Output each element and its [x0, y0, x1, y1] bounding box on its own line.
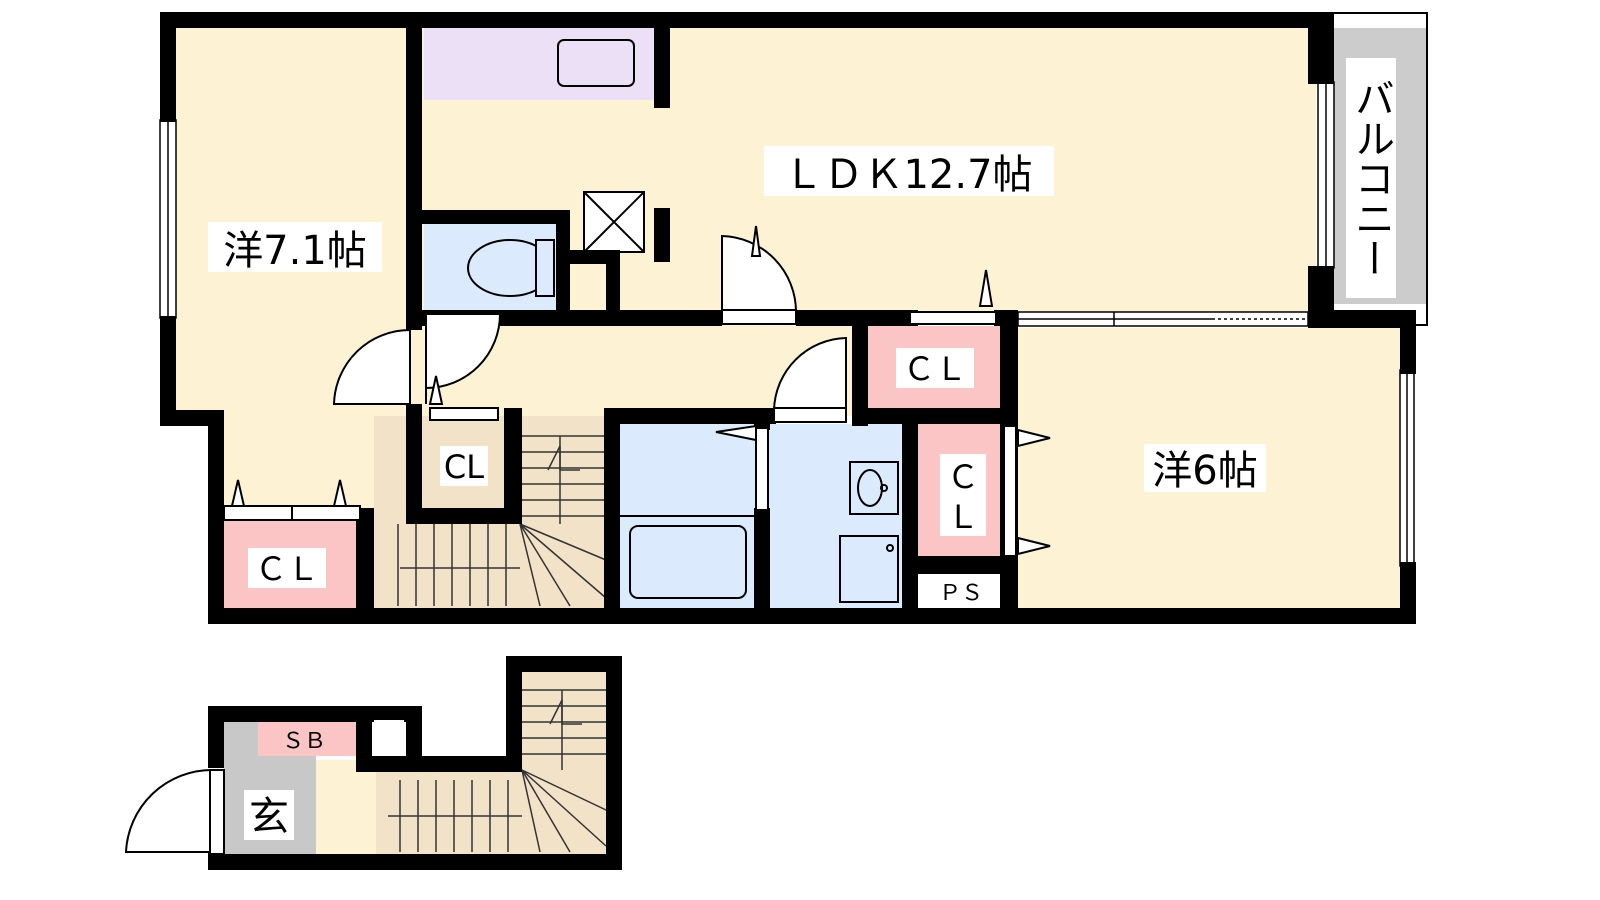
wall-east-top [1308, 310, 1416, 328]
lower-hall [316, 760, 376, 854]
wall-top [160, 12, 1332, 28]
fixtures [467, 191, 899, 603]
door-entrance [124, 768, 213, 853]
western-room-1-label: 洋7.1帖 [223, 228, 367, 274]
wall-room1-right [406, 12, 422, 330]
pipe-space-label: ＰＳ [939, 581, 983, 606]
closet-east-label-top: Ｃ [947, 458, 979, 496]
lower-wall-top [208, 706, 422, 722]
balcony-label: バルコニー [1348, 78, 1394, 278]
kitchen-counter [424, 28, 656, 100]
labels: ＬＤＫ12.7帖 洋7.1帖 洋6帖 バルコニー 玄 ＣＬ CL ＣＬ Ｃ Ｌ … [208, 58, 1396, 840]
washroom [768, 424, 904, 608]
pipe-space [916, 574, 1006, 608]
wall-right-ldk [1308, 12, 1334, 84]
door-room1 [332, 328, 411, 405]
wall-left-lower [208, 410, 224, 624]
door-ldk [721, 234, 798, 313]
bathtub-icon [629, 525, 747, 599]
walls [160, 12, 1428, 870]
closet-east-label-bottom: Ｌ [947, 498, 979, 536]
closet-hall-label: CL [444, 448, 484, 486]
washing-machine-space-icon [839, 535, 899, 603]
stairs-lower [376, 770, 606, 854]
wall-left-upper [160, 12, 176, 122]
wall-bottom [208, 608, 1414, 624]
wall-left-mid [160, 316, 176, 426]
washbasin-icon [849, 461, 899, 515]
balcony-rail [1426, 12, 1428, 326]
toilet-tank-icon [535, 239, 555, 297]
ldk-label: ＬＤＫ12.7帖 [783, 152, 1032, 198]
entrance-label: 玄 [249, 794, 289, 840]
kitchen-sink-icon [557, 39, 635, 87]
stairs-upper-top [520, 416, 606, 526]
doors [124, 225, 1051, 855]
stair-treads [388, 435, 607, 853]
stairs-lower-top [522, 672, 606, 770]
western-room-2-label: 洋6帖 [1152, 448, 1257, 494]
shoe-box [258, 720, 356, 756]
shoe-box-label: ＳＢ [282, 729, 326, 754]
wall-right-low [1400, 562, 1416, 624]
closet-north-label: ＣＬ [903, 350, 967, 388]
closet-west-label: ＣＬ [255, 550, 319, 588]
